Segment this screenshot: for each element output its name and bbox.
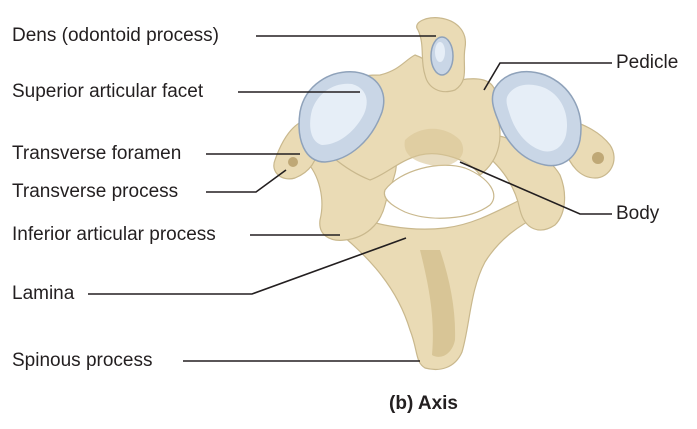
leader-body (459, 161, 612, 215)
leader-lamina (88, 237, 407, 295)
vertebral-foramen (383, 164, 495, 219)
figure-caption: (b) Axis (389, 393, 458, 414)
leader-transverse-process (206, 169, 287, 193)
left-transverse-foramen (288, 157, 298, 167)
label-transverse-foramen: Transverse foramen (12, 143, 182, 164)
leader-pedicle (483, 62, 612, 91)
label-dens: Dens (odontoid process) (12, 25, 219, 46)
body-shading (404, 128, 464, 166)
label-body: Body (616, 203, 660, 224)
label-superior-articular-facet: Superior articular facet (12, 81, 204, 102)
label-transverse-process: Transverse process (12, 181, 179, 202)
right-superior-facet-highlight (506, 84, 568, 152)
right-transverse-foramen (592, 152, 604, 164)
dens-facet-highlight (435, 42, 445, 62)
left-superior-facet-highlight (310, 83, 367, 145)
spinous-process-shadow (420, 250, 456, 357)
label-spinous-process: Spinous process (12, 350, 153, 371)
label-lamina: Lamina (12, 283, 75, 304)
label-pedicle: Pedicle (616, 52, 679, 73)
label-inferior-articular-process: Inferior articular process (12, 224, 216, 245)
